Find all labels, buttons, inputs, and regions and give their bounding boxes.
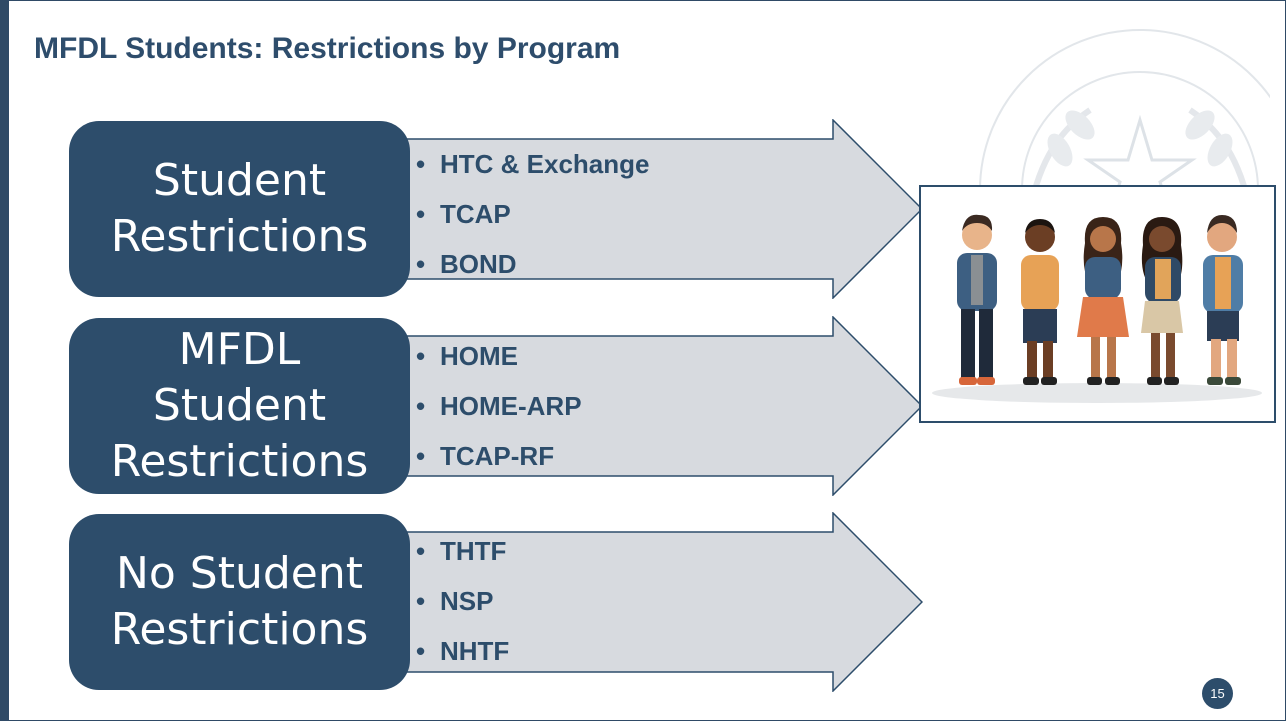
bullet-icon: • xyxy=(416,149,426,179)
list-item: •HTC & Exchange xyxy=(416,144,650,194)
bullet-icon: • xyxy=(416,636,426,666)
bullet-icon: • xyxy=(416,586,426,616)
bullet-icon: • xyxy=(416,249,426,279)
list-item: •HOME xyxy=(416,336,582,386)
bullet-icon: • xyxy=(416,199,426,229)
list-item: •TCAP xyxy=(416,194,650,244)
bullet-icon: • xyxy=(416,441,426,471)
arrow-3-icon xyxy=(405,512,923,692)
bullet-icon: • xyxy=(416,341,426,371)
list-item: •TCAP-RF xyxy=(416,436,582,486)
bullet-icon: • xyxy=(416,391,426,421)
slide-title: MFDL Students: Restrictions by Program xyxy=(34,32,621,65)
page-number: 15 xyxy=(1202,678,1233,709)
category-box-mfdl-student-restrictions: MFDL Student Restrictions xyxy=(69,318,410,494)
department-seal-watermark-icon xyxy=(979,29,1270,210)
category-box-student-restrictions: Student Restrictions xyxy=(69,121,410,297)
left-accent-bar xyxy=(0,0,9,721)
program-list-mfdl-student-restrictions: •HOME •HOME-ARP •TCAP-RF xyxy=(416,336,582,486)
arrow-2-icon xyxy=(405,316,923,496)
program-list-no-student-restrictions: •THTF •NSP •NHTF xyxy=(416,531,509,681)
students-illustration xyxy=(919,185,1276,423)
bullet-icon: • xyxy=(416,536,426,566)
list-item: •NSP xyxy=(416,581,509,631)
category-box-no-student-restrictions: No Student Restrictions xyxy=(69,514,410,690)
program-list-student-restrictions: •HTC & Exchange •TCAP •BOND xyxy=(416,144,650,294)
list-item: •BOND xyxy=(416,244,650,294)
list-item: •NHTF xyxy=(416,631,509,681)
students-illustration-icon xyxy=(932,214,1262,403)
list-item: •THTF xyxy=(416,531,509,581)
arrow-1-icon xyxy=(405,119,923,299)
list-item: •HOME-ARP xyxy=(416,386,582,436)
